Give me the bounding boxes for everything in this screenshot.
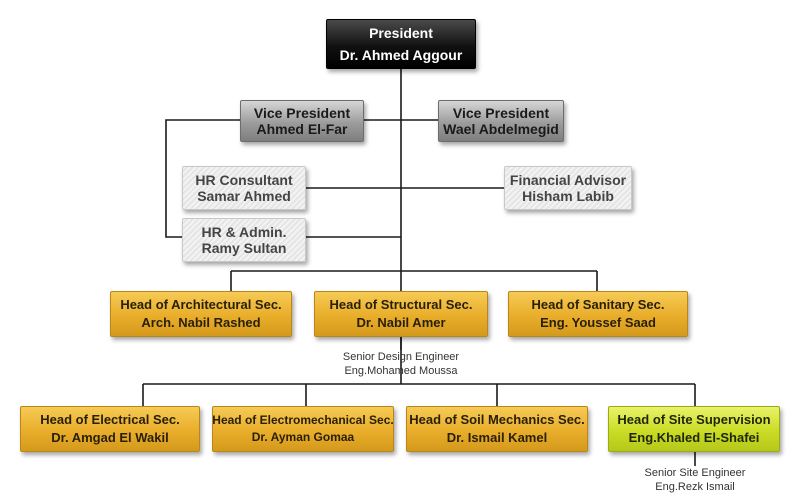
- site-senior-title: Senior Site Engineer: [644, 467, 746, 479]
- head-sanitary-title: Head of Sanitary Sec.: [531, 296, 665, 312]
- hr-admin-box: HR & Admin. Ramy Sultan: [182, 218, 306, 262]
- hr-consultant-title: HR Consultant: [195, 171, 293, 188]
- vice-president-right-name: Wael Abdelmegid: [443, 121, 559, 137]
- president-name: Dr. Ahmed Aggour: [339, 47, 463, 63]
- head-soil-mechanics-box: Head of Soil Mechanics Sec. Dr. Ismail K…: [406, 406, 588, 452]
- head-electrical-title: Head of Electrical Sec.: [40, 411, 180, 427]
- vice-president-left-title: Vice President: [253, 104, 351, 121]
- site-senior-name: Eng.Rezk Ismail: [655, 481, 735, 494]
- head-structural-box: Head of Structural Sec. Dr. Nabil Amer: [314, 291, 488, 337]
- head-architectural-title: Head of Architectural Sec.: [120, 296, 282, 312]
- vice-president-right-title: Vice President: [452, 104, 550, 121]
- head-site-supervision-title: Head of Site Supervision: [617, 411, 771, 427]
- structural-senior-name: Eng.Mohamed Moussa: [344, 365, 458, 378]
- head-sanitary-name: Eng. Youssef Saad: [540, 314, 656, 330]
- head-electromechanical-name: Dr. Ayman Gomaa: [251, 429, 355, 444]
- hr-consultant-box: HR Consultant Samar Ahmed: [182, 166, 306, 210]
- financial-advisor-box: Financial Advisor Hisham Labib: [504, 166, 632, 210]
- financial-advisor-name: Hisham Labib: [522, 188, 614, 204]
- site-senior-note: Senior Site Engineer Eng.Rezk Ismail: [624, 466, 766, 495]
- head-sanitary-box: Head of Sanitary Sec. Eng. Youssef Saad: [508, 291, 688, 337]
- hr-consultant-name: Samar Ahmed: [197, 188, 291, 204]
- vice-president-right-box: Vice President Wael Abdelmegid: [438, 100, 564, 142]
- head-structural-title: Head of Structural Sec.: [329, 296, 473, 312]
- head-architectural-box: Head of Architectural Sec. Arch. Nabil R…: [110, 291, 292, 337]
- head-electromechanical-title: Head of Electromechanical Sec.: [212, 412, 394, 427]
- president-box: President Dr. Ahmed Aggour: [326, 19, 476, 69]
- hr-admin-name: Ramy Sultan: [201, 240, 287, 256]
- financial-advisor-title: Financial Advisor: [509, 171, 627, 188]
- head-soil-mechanics-name: Dr. Ismail Kamel: [446, 429, 548, 445]
- head-soil-mechanics-title: Head of Soil Mechanics Sec.: [409, 411, 585, 427]
- president-title: President: [369, 24, 433, 41]
- head-electrical-name: Dr. Amgad El Wakil: [51, 429, 169, 445]
- head-electromechanical-box: Head of Electromechanical Sec. Dr. Ayman…: [212, 406, 394, 452]
- head-site-supervision-box: Head of Site Supervision Eng.Khaled El-S…: [608, 406, 780, 452]
- head-electrical-box: Head of Electrical Sec. Dr. Amgad El Wak…: [20, 406, 200, 452]
- vice-president-left-box: Vice President Ahmed El-Far: [240, 100, 364, 142]
- vice-president-left-name: Ahmed El-Far: [256, 121, 348, 137]
- head-structural-name: Dr. Nabil Amer: [356, 314, 446, 330]
- hr-admin-title: HR & Admin.: [201, 223, 287, 240]
- structural-senior-note: Senior Design Engineer Eng.Mohamed Mouss…: [326, 350, 476, 379]
- head-architectural-name: Arch. Nabil Rashed: [141, 314, 261, 330]
- structural-senior-title: Senior Design Engineer: [342, 351, 460, 363]
- head-site-supervision-name: Eng.Khaled El-Shafei: [628, 429, 760, 445]
